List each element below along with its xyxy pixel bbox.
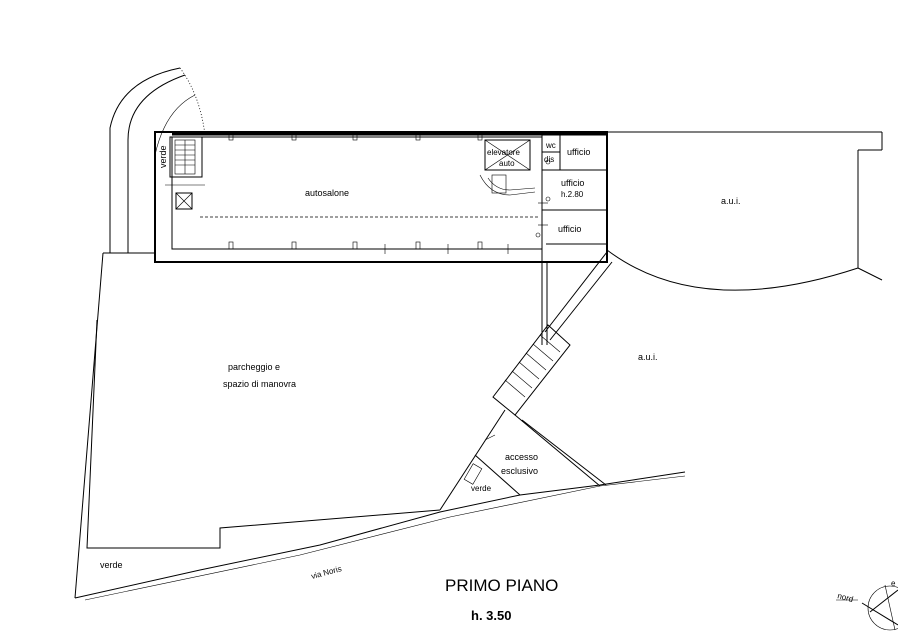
label-elevator-line2: auto bbox=[499, 159, 515, 168]
columns-bottom bbox=[228, 241, 483, 250]
drawing-title: PRIMO PIANO bbox=[445, 576, 558, 595]
lot-outline bbox=[74, 67, 686, 601]
building bbox=[154, 131, 608, 263]
label-ufficio-bottom: ufficio bbox=[558, 224, 581, 234]
label-ufficio-top: ufficio bbox=[567, 147, 590, 157]
north-arrow bbox=[836, 584, 898, 631]
label-aui-lower: a.u.i. bbox=[638, 352, 658, 362]
columns-top bbox=[228, 133, 483, 141]
label-dis: dis bbox=[544, 155, 554, 164]
label-elevator-line1: elevatore bbox=[487, 148, 520, 157]
label-parking-line2: spazio di manovra bbox=[223, 379, 296, 389]
label-access-line1: accesso bbox=[505, 452, 538, 462]
label-aui-upper: a.u.i. bbox=[721, 196, 741, 206]
drawing-height: h. 3.50 bbox=[471, 608, 511, 623]
label-ufficio-mid-height: h.2.80 bbox=[561, 190, 584, 199]
label-street: via Noris bbox=[310, 564, 342, 581]
label-verde-bottom: verde bbox=[100, 560, 123, 570]
compass-letter: e bbox=[891, 579, 896, 588]
label-ufficio-mid: ufficio bbox=[561, 178, 584, 188]
adjacent-property bbox=[606, 131, 883, 291]
label-verde-left: verde bbox=[158, 145, 168, 168]
label-autosalone: autosalone bbox=[305, 188, 349, 198]
label-access-line2: esclusivo bbox=[501, 466, 538, 476]
label-wc: wc bbox=[545, 141, 556, 150]
north-label: nord bbox=[836, 591, 854, 604]
access-ramp bbox=[439, 251, 613, 511]
label-verde-access: verde bbox=[471, 484, 492, 493]
label-parking-line1: parcheggio e bbox=[228, 362, 280, 372]
